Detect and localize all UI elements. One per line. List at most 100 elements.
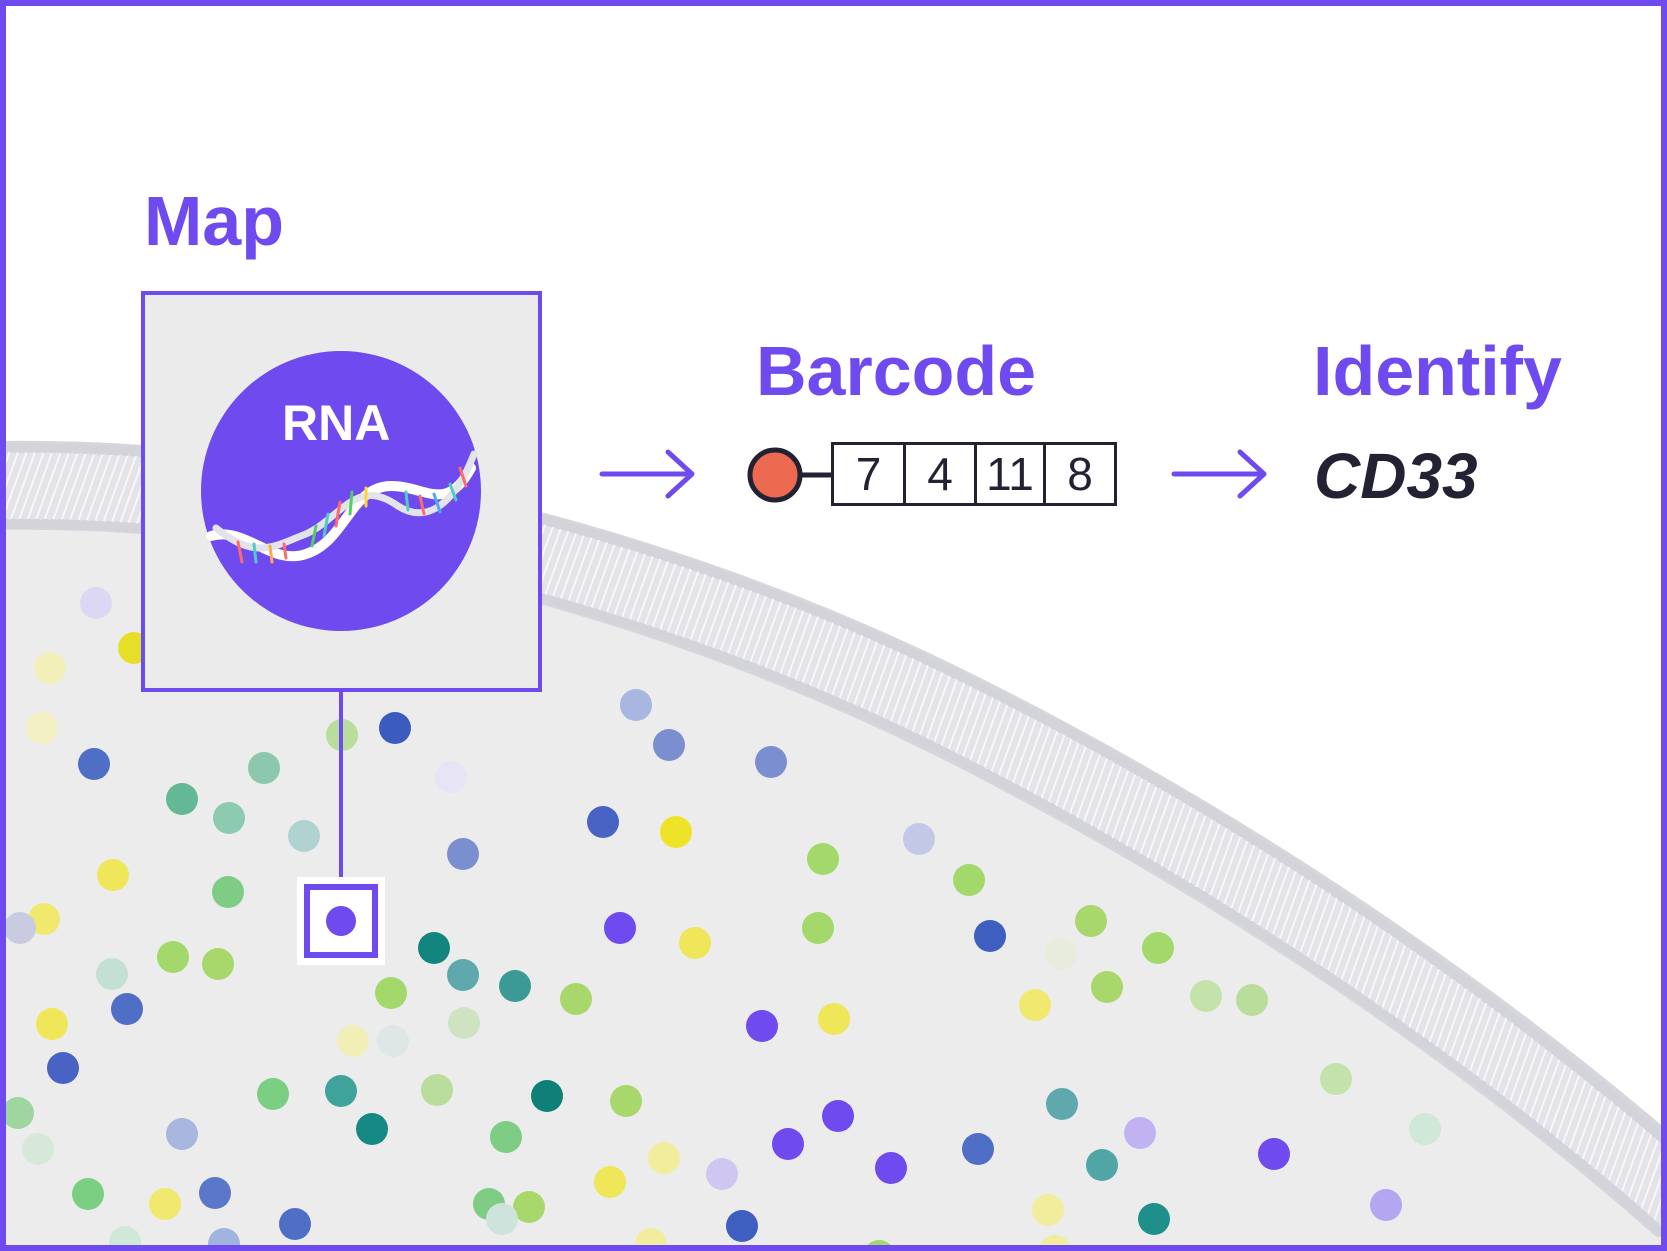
molecule-dot: [746, 1010, 778, 1042]
molecule-dot: [635, 1228, 667, 1245]
molecule-dot: [822, 1100, 854, 1132]
molecule-dots: [6, 587, 1441, 1245]
molecule-dot: [421, 1074, 453, 1106]
molecule-dot: [1045, 938, 1077, 970]
molecule-dot: [1040, 1235, 1070, 1245]
molecule-dot: [96, 958, 128, 990]
molecule-dot: [1258, 1138, 1290, 1170]
molecule-dot: [610, 1085, 642, 1117]
barcode-digit: 8: [1043, 442, 1117, 506]
molecule-dot: [706, 1158, 738, 1190]
molecule-dot: [903, 823, 935, 855]
molecule-dot: [1142, 932, 1174, 964]
molecule-dot: [1409, 1113, 1441, 1145]
molecule-dot: [726, 1210, 758, 1242]
barcode-digit: 4: [903, 442, 977, 506]
molecule-dot: [875, 1152, 907, 1184]
molecule-dot: [594, 1166, 626, 1198]
molecule-dot: [447, 838, 479, 870]
molecule-dot: [72, 1178, 104, 1210]
molecule-dot: [1075, 905, 1107, 937]
molecule-dot: [807, 843, 839, 875]
rna-helix-icon: [206, 450, 478, 564]
molecule-dot: [648, 1142, 680, 1174]
molecule-dot: [435, 761, 467, 793]
molecule-dot: [1032, 1194, 1064, 1226]
barcode-bead-icon: [747, 447, 834, 503]
molecule-dot: [202, 948, 234, 980]
molecule-dot: [47, 1052, 79, 1084]
molecule-dot: [28, 903, 60, 935]
molecule-dot: [974, 920, 1006, 952]
molecule-dot: [1091, 971, 1123, 1003]
molecule-dot: [755, 746, 787, 778]
molecule-dot: [80, 587, 112, 619]
molecule-dot: [1019, 989, 1051, 1021]
molecule-dot: [6, 912, 36, 944]
molecule-dot: [34, 652, 66, 684]
molecule-dot: [679, 927, 711, 959]
barcode-digit: 7: [831, 442, 906, 506]
molecule-dot: [199, 1177, 231, 1209]
molecule-dot: [166, 783, 198, 815]
arrow-right-icon: [1171, 449, 1267, 499]
molecule-dot: [1086, 1149, 1118, 1181]
molecule-dot: [499, 970, 531, 1002]
barcode-digit: 11: [974, 442, 1046, 506]
molecule-dot: [149, 1188, 181, 1220]
molecule-dot: [1138, 1203, 1170, 1235]
molecule-dot: [248, 752, 280, 784]
selected-molecule: [297, 877, 385, 965]
molecule-dot: [620, 689, 652, 721]
step-label-identify: Identify: [1313, 332, 1562, 410]
molecule-dot: [1236, 984, 1268, 1016]
molecule-dot: [604, 912, 636, 944]
molecule-dot: [772, 1128, 804, 1160]
molecule-label: RNA: [282, 395, 391, 451]
molecule-dot: [288, 820, 320, 852]
molecule-dot: [418, 932, 450, 964]
molecule-dot: [208, 1228, 240, 1245]
cell-scene: [6, 291, 1661, 1245]
molecule-dot: [36, 1008, 68, 1040]
molecule-dot: [802, 912, 834, 944]
identified-gene: CD33: [1314, 440, 1478, 512]
molecule-dot: [1046, 1088, 1078, 1120]
molecule-dot: [337, 1025, 369, 1057]
molecule-dot: [212, 876, 244, 908]
molecule-dot: [953, 864, 985, 896]
molecule-dot: [78, 748, 110, 780]
molecule-dot: [97, 859, 129, 891]
molecule-dot: [1370, 1189, 1402, 1221]
molecule-dot: [490, 1121, 522, 1153]
molecule-dot: [6, 1097, 34, 1129]
molecule-dot: [379, 712, 411, 744]
molecule-dot: [560, 983, 592, 1015]
molecule-dot: [486, 1203, 518, 1235]
molecule-dot: [257, 1078, 289, 1110]
molecule-dot: [325, 1075, 357, 1107]
molecule-dot: [660, 816, 692, 848]
molecule-dot: [1124, 1117, 1156, 1149]
molecule-dot: [531, 1080, 563, 1112]
cell-interior: [6, 529, 1661, 1245]
molecule-dot: [867, 1240, 891, 1245]
arrow-right-icon: [599, 449, 695, 499]
molecule-dot: [587, 806, 619, 838]
molecule-dot: [22, 1133, 54, 1165]
molecule-dot: [818, 1003, 850, 1035]
molecule-dot: [1320, 1063, 1352, 1095]
molecule-dot: [279, 1208, 311, 1240]
molecule-dot: [356, 1113, 388, 1145]
molecule-dot: [513, 1191, 545, 1223]
molecule-dot: [109, 1226, 141, 1245]
molecule-dot: [157, 941, 189, 973]
map-panel: [141, 291, 542, 692]
molecule-dot: [962, 1133, 994, 1165]
molecule-dot: [377, 1025, 409, 1057]
molecule-dot: [375, 977, 407, 1009]
step-label-map: Map: [144, 182, 284, 260]
step-label-barcode: Barcode: [756, 332, 1037, 410]
molecule-dot: [448, 1007, 480, 1039]
